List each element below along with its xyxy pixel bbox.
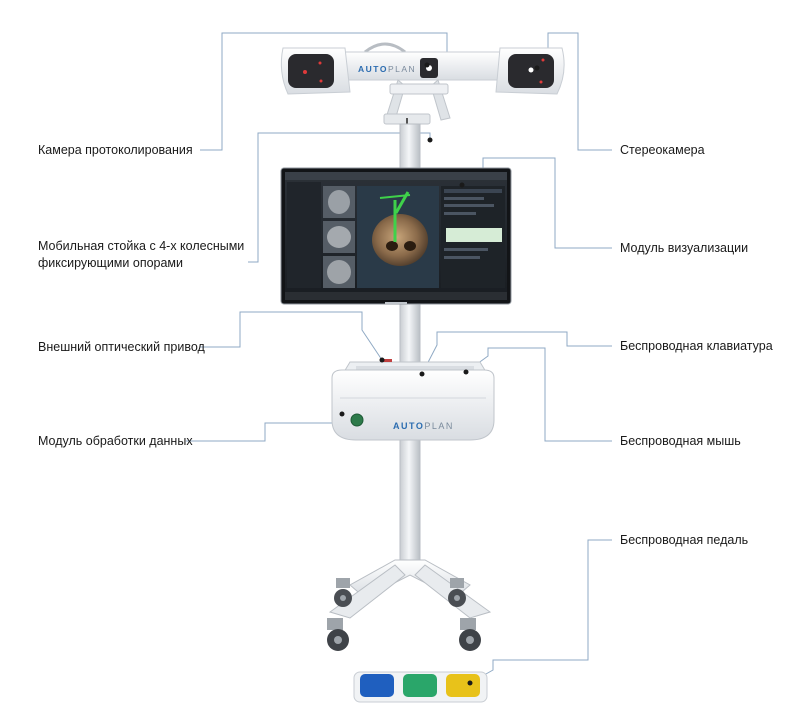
- camera-brand-logo: AUTOPLAN: [358, 64, 416, 74]
- leader-keyboard: [421, 331, 612, 375]
- camera-arm: [383, 79, 451, 128]
- leader-optical-drive: [200, 311, 383, 361]
- module-brand-logo: AUTOPLAN: [393, 421, 454, 431]
- mobile-stand-base: [327, 559, 492, 651]
- leader-pedal: [469, 539, 612, 684]
- label-mobile-stand-line2: фиксирующими опорами: [38, 256, 184, 270]
- pedal-button-yellow: [446, 674, 480, 697]
- caster-wheel: [448, 578, 466, 607]
- pedal-button-green: [403, 674, 437, 697]
- caster-wheel: [459, 618, 481, 651]
- label-wireless-mouse: Беспроводная мышь: [620, 434, 741, 448]
- leader-lines: [186, 32, 612, 684]
- monitor: [280, 167, 512, 305]
- wireless-pedal: [353, 671, 488, 703]
- label-data-module: Модуль обработки данных: [38, 434, 193, 448]
- data-processing-module: AUTOPLAN: [331, 359, 495, 441]
- leader-mobile-stand: [248, 132, 431, 263]
- label-stereo-camera: Стереокамера: [620, 143, 705, 157]
- label-visualization-module: Модуль визуализации: [620, 241, 749, 255]
- leader-mouse: [465, 347, 612, 442]
- label-logging-camera: Камера протоколирования: [38, 143, 193, 157]
- stereo-camera-bar: AUTOPLAN: [280, 42, 565, 95]
- leader-data-module: [186, 414, 343, 442]
- leader-endpoints: [339, 62, 540, 686]
- caster-wheel: [334, 578, 352, 607]
- pedal-button-blue: [360, 674, 394, 697]
- label-optical-drive: Внешний оптический привод: [38, 340, 205, 354]
- caster-wheel: [327, 618, 349, 651]
- label-wireless-pedal: Беспроводная педаль: [620, 533, 749, 547]
- label-mobile-stand-line1: Мобильная стойка с 4-х колесными: [38, 239, 245, 253]
- label-wireless-keyboard: Беспроводная клавиатура: [620, 339, 773, 353]
